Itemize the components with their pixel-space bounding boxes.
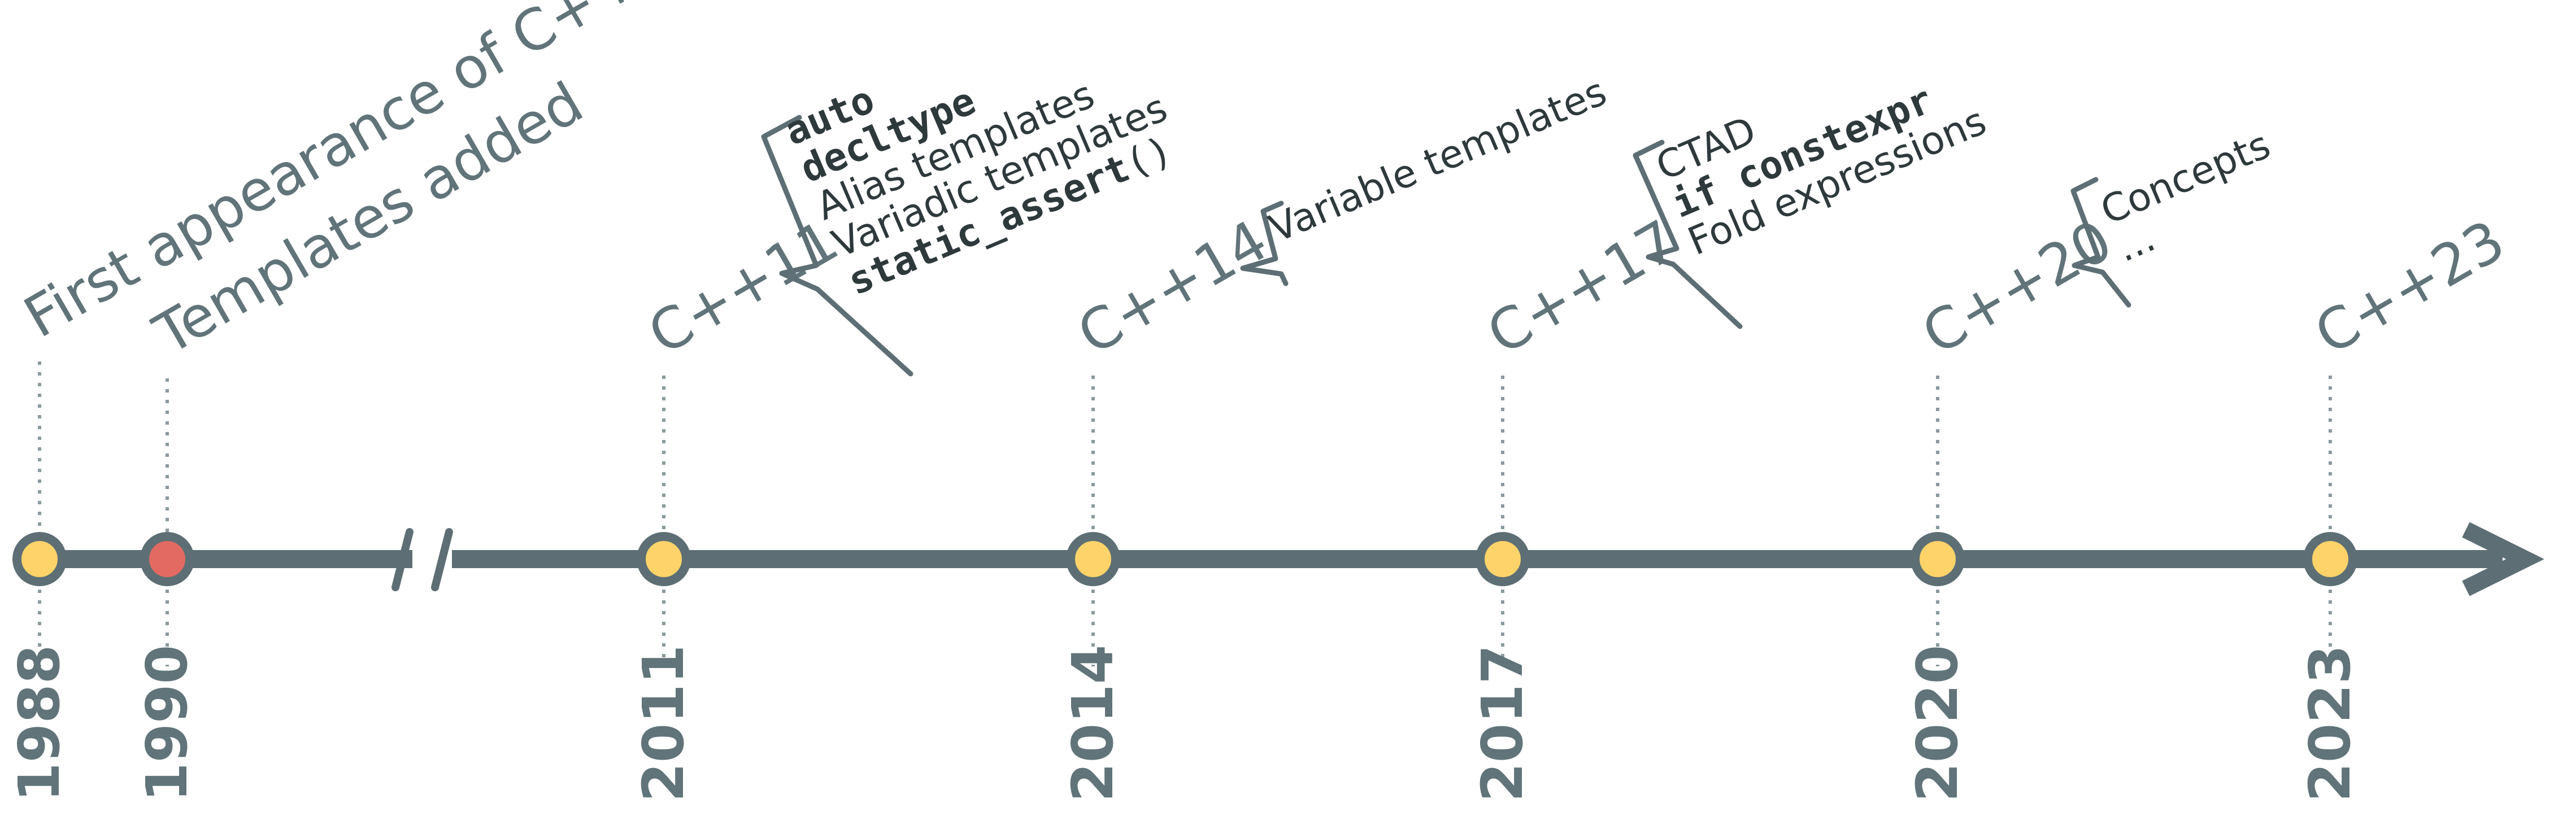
event-label: First appearance of C++ xyxy=(14,0,650,351)
feature-item: Concepts xyxy=(2095,123,2277,233)
event-dot-highlight xyxy=(140,532,194,586)
version-label: C++23 xyxy=(2304,207,2516,368)
year-label: 1988 xyxy=(6,645,72,802)
brace-icon xyxy=(1633,139,1743,329)
feature-list: Concepts... xyxy=(2095,123,2277,271)
feature-item: Variable templates xyxy=(1263,69,1613,252)
event-1990: 1990 Templates added xyxy=(134,69,594,802)
event-dot xyxy=(1066,532,1120,586)
version-label: C++14 xyxy=(1067,207,1278,368)
brace-icon xyxy=(2070,177,2131,308)
event-2023: 2023 C++23 xyxy=(2297,207,2516,802)
year-label: 1990 xyxy=(134,645,200,802)
year-label: 2017 xyxy=(1469,645,1535,802)
timeline-axis xyxy=(40,522,2544,596)
event-2020: 2020 C++20 Concepts... xyxy=(1904,123,2277,802)
brace-icon xyxy=(1240,200,1289,286)
year-label: 2014 xyxy=(1060,645,1126,802)
event-dot xyxy=(1911,532,1965,586)
year-label: 2023 xyxy=(2297,645,2363,802)
arrow-head-icon xyxy=(2462,522,2544,596)
version-label: C++17 xyxy=(1477,207,1688,368)
feature-list: Variable templates xyxy=(1263,69,1613,252)
feature-text-part: Variable templates xyxy=(1263,69,1613,252)
event-dot xyxy=(12,532,67,586)
event-dot xyxy=(2303,532,2357,586)
year-label: 2011 xyxy=(630,645,697,802)
year-label: 2020 xyxy=(1904,645,1970,802)
feature-text-part: Concepts xyxy=(2095,123,2277,233)
brace-icon xyxy=(761,115,913,377)
event-dot xyxy=(637,532,691,586)
axis-break-icon xyxy=(391,528,453,591)
event-dot xyxy=(1476,532,1530,586)
